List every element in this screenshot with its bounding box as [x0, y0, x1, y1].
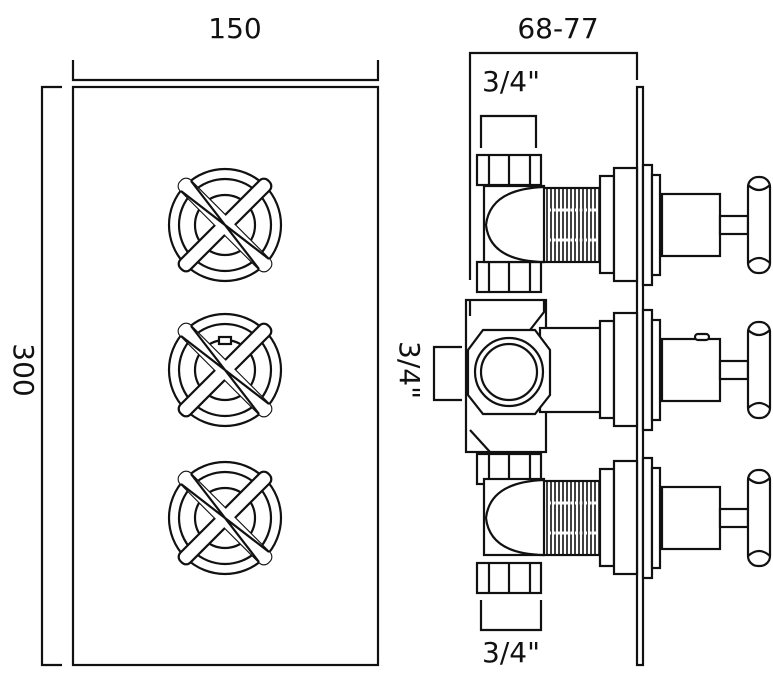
hex-nut-facet: [487, 262, 532, 292]
flange: [598, 319, 616, 420]
faceplate: [71, 85, 380, 667]
front-view: 150 300: [7, 12, 380, 667]
width-dimension-label: 150: [208, 12, 261, 45]
handle-spoke-edge: [180, 473, 270, 563]
flange: [612, 166, 639, 283]
crossbar-end: [747, 477, 771, 485]
pipe-thread: [546, 188, 600, 262]
inlet-dimension: [432, 345, 462, 402]
flange: [612, 311, 639, 428]
thread-highlight: [548, 208, 598, 242]
pipe-thread: [546, 481, 600, 555]
depth-dimension-line: [468, 51, 639, 280]
crossbar-end: [747, 549, 771, 557]
cross-handle-3: [167, 460, 283, 576]
crossbar-end: [747, 401, 771, 409]
trim-ring: [650, 318, 662, 422]
handle-hub-ring: [193, 486, 257, 550]
bottom-outlet-dimension: [479, 600, 543, 632]
tee-elbow: [484, 478, 545, 557]
height-dimension-label: 300: [7, 343, 40, 396]
outlet-valve: [475, 153, 772, 294]
width-dimension-line: [71, 60, 380, 82]
side-view: 68-77 3/4" 3/4" 3/4": [393, 12, 772, 669]
height-dimension-line: [40, 85, 62, 667]
hex-nut-facet: [487, 563, 532, 593]
thread-highlight: [548, 501, 598, 535]
crossbar-end: [747, 184, 771, 192]
flange: [598, 174, 616, 275]
handle-stem: [718, 507, 750, 529]
crossbar-end: [747, 256, 771, 264]
handle-body: [660, 192, 722, 258]
hex-nut-facet: [487, 155, 532, 185]
indicator-button: [693, 332, 711, 342]
handle-inner-ring: [177, 322, 273, 418]
handle-body: [660, 485, 722, 551]
handle-stem: [718, 214, 750, 236]
top-outlet-dimension: [479, 114, 538, 148]
handle-crossbar: [746, 320, 772, 420]
handle-stem: [718, 359, 750, 381]
trim-ring: [641, 456, 654, 580]
handle-hub-ring: [193, 193, 257, 257]
trim-ring: [650, 173, 662, 277]
outlet-valve: [475, 452, 772, 595]
body-edge: [468, 300, 546, 453]
handle-spoke-edge: [180, 180, 270, 270]
trim-ring: [641, 308, 654, 432]
bottom-outlet-label: 3/4": [482, 636, 540, 669]
handle-inner-ring: [177, 470, 273, 566]
flange: [612, 459, 639, 576]
handle-crossbar: [746, 468, 772, 568]
handle-body: [660, 337, 722, 403]
tee-elbow: [484, 185, 545, 264]
crossbar-end: [747, 329, 771, 337]
top-outlet-label: 3/4": [482, 65, 540, 98]
thermostatic-cartridge: [464, 298, 772, 454]
cross-handle-1: [167, 167, 283, 283]
flange: [598, 467, 616, 568]
inlet-port: [473, 336, 545, 408]
indicator-button: [217, 335, 233, 346]
trim-ring: [650, 466, 662, 570]
cross-handle-2: [167, 312, 283, 428]
handle-crossbar: [746, 175, 772, 275]
handle-spoke-edge: [180, 325, 270, 415]
handle-inner-ring: [177, 177, 273, 273]
inlet-port-inner: [479, 342, 539, 402]
inlet-label: 3/4": [393, 341, 426, 399]
trim-ring: [641, 163, 654, 287]
depth-dimension-label: 68-77: [517, 12, 598, 45]
